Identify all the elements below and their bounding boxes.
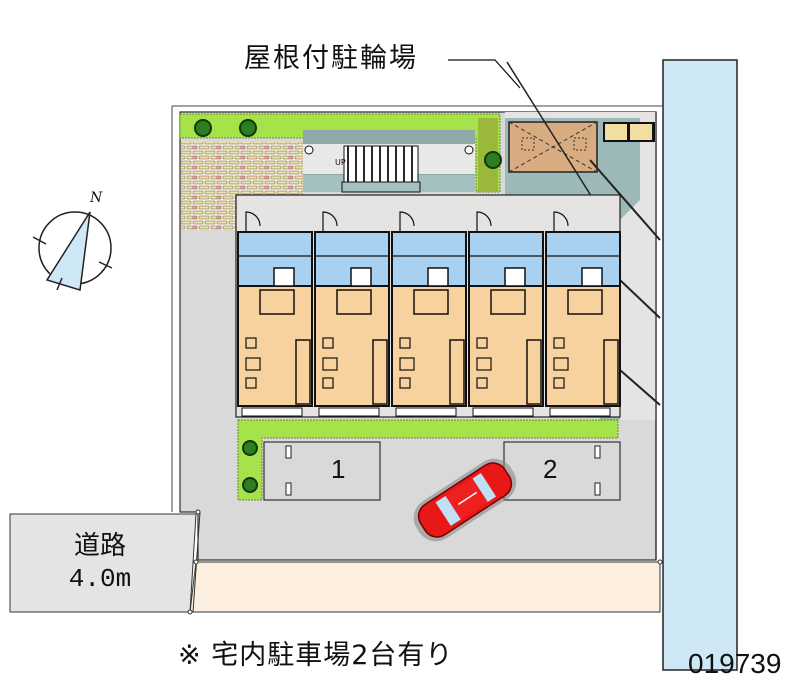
parking-slot-2 bbox=[503, 441, 621, 501]
unit-2 bbox=[314, 211, 390, 417]
stair-up-marker: UP bbox=[335, 158, 346, 167]
bike-parking-label: 屋根付駐輪場 bbox=[244, 43, 418, 74]
shrub bbox=[194, 119, 212, 137]
planting-bottom bbox=[237, 419, 619, 501]
parking-note: ※ 宅内駐車場2台有り bbox=[178, 640, 454, 671]
road-label: 道路 4.0m bbox=[20, 530, 180, 596]
parking-slot-1 bbox=[263, 441, 381, 501]
stairs bbox=[343, 145, 419, 183]
car-illustration bbox=[413, 458, 517, 542]
north-label: N bbox=[90, 190, 103, 206]
property-code: 019739 bbox=[688, 648, 782, 679]
apartment-units bbox=[237, 211, 621, 417]
unit-1 bbox=[237, 211, 313, 417]
shrub bbox=[484, 151, 502, 169]
parking-slot-1-number: 1 bbox=[331, 454, 346, 484]
shrub bbox=[239, 119, 257, 137]
unit-3 bbox=[391, 211, 467, 417]
parking-slot-2-number: 2 bbox=[543, 454, 558, 484]
road-width: 4.0m bbox=[68, 564, 132, 594]
unit-5 bbox=[545, 211, 621, 417]
road-name: 道路 bbox=[73, 531, 126, 561]
canal bbox=[662, 59, 738, 671]
unit-4 bbox=[468, 211, 544, 417]
sidewalk bbox=[189, 561, 661, 613]
north-compass-icon bbox=[32, 211, 113, 291]
leader-line bbox=[448, 59, 521, 89]
